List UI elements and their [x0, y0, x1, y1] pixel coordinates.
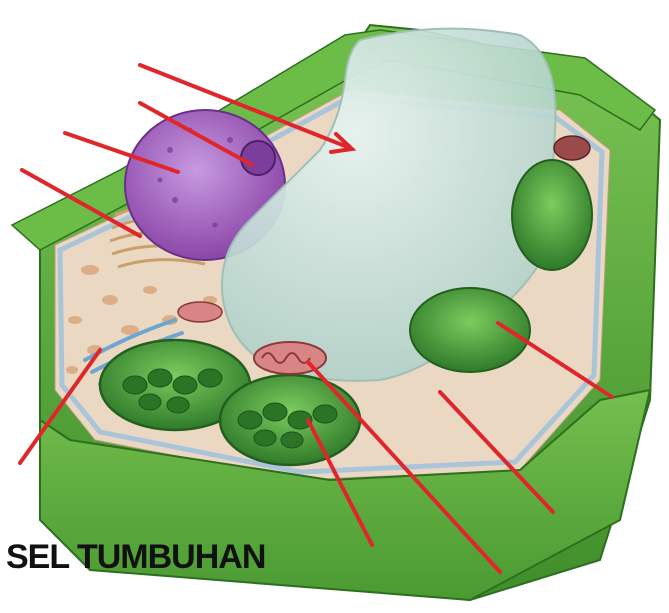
nucleolus [241, 141, 275, 175]
diagram-caption: SEL TUMBUHAN [6, 538, 265, 577]
